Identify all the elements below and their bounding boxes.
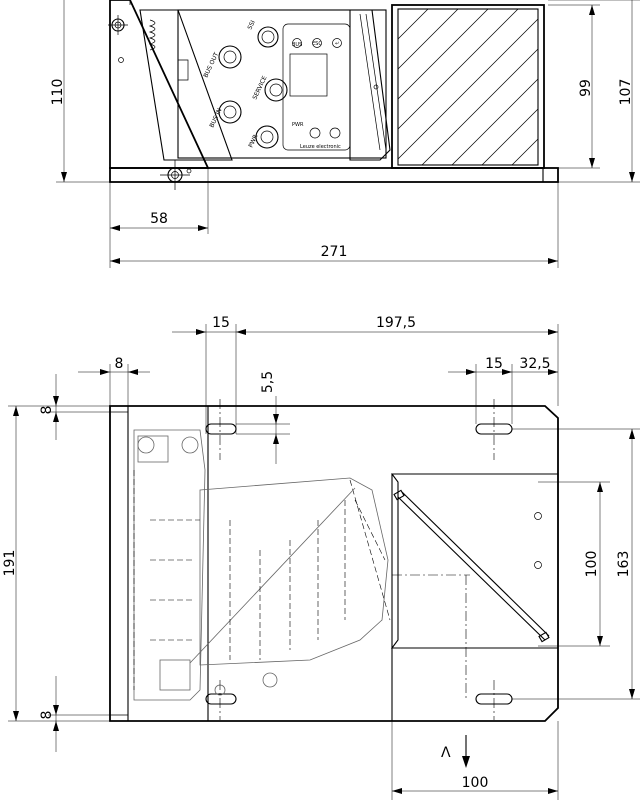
label-bus-led: BUS <box>292 42 302 48</box>
dim-15-right: 15 <box>485 356 503 372</box>
scanner-device-plan <box>133 429 391 701</box>
mirror-hole-bottom <box>534 561 542 569</box>
bracket-screw-bottom <box>160 160 190 190</box>
dim-8-top: 8 <box>39 406 55 415</box>
beam-marker: Λ <box>441 745 451 761</box>
label-pwr: PWR <box>247 133 259 148</box>
dim-100-h: 100 <box>462 775 489 791</box>
mirror-hole-top <box>534 512 542 520</box>
label-bus-out: BUS OUT <box>202 51 220 79</box>
bracket-hole-small <box>186 168 192 174</box>
label-esc: ESC <box>312 41 322 47</box>
dim-163: 163 <box>616 551 632 578</box>
scanner-device-side <box>139 9 391 161</box>
dim-110: 110 <box>50 79 66 106</box>
dim-5-5: 5,5 <box>260 371 276 393</box>
dim-107: 107 <box>618 79 634 106</box>
base-plate-side <box>109 167 559 183</box>
slot-bottom-left <box>205 693 237 705</box>
dim-8-bottom: 8 <box>39 711 55 720</box>
base-plate-plan <box>109 405 559 722</box>
bracket-hole <box>118 57 124 63</box>
slot-top-left <box>205 423 237 435</box>
label-ssi: SSI <box>246 19 256 31</box>
dim-191: 191 <box>2 550 18 577</box>
dim-100-v: 100 <box>584 551 600 578</box>
plan-view: Λ 15 197,5 8 5,5 15 <box>2 315 640 800</box>
dim-32-5: 32,5 <box>519 356 550 372</box>
bracket-screw-top <box>108 15 128 35</box>
label-pwr-led: PWR <box>292 122 304 128</box>
mirror-housing-plan <box>390 473 559 649</box>
side-view: BUS OUT SSI SERVICE BUS IN PWR BUS ESC ↵… <box>50 0 640 268</box>
label-brand: Leuze electronic <box>300 144 341 150</box>
mirror <box>397 496 546 641</box>
dim-58: 58 <box>150 211 168 227</box>
dim-99: 99 <box>578 79 594 97</box>
dim-271: 271 <box>321 244 348 260</box>
dim-8-left: 8 <box>115 356 124 372</box>
label-ok: ↵ <box>335 41 339 47</box>
mirror-housing-side <box>391 4 545 169</box>
dim-15-slot: 15 <box>212 315 230 331</box>
dim-197-5: 197,5 <box>376 315 416 331</box>
label-service: SERVICE <box>251 75 268 101</box>
